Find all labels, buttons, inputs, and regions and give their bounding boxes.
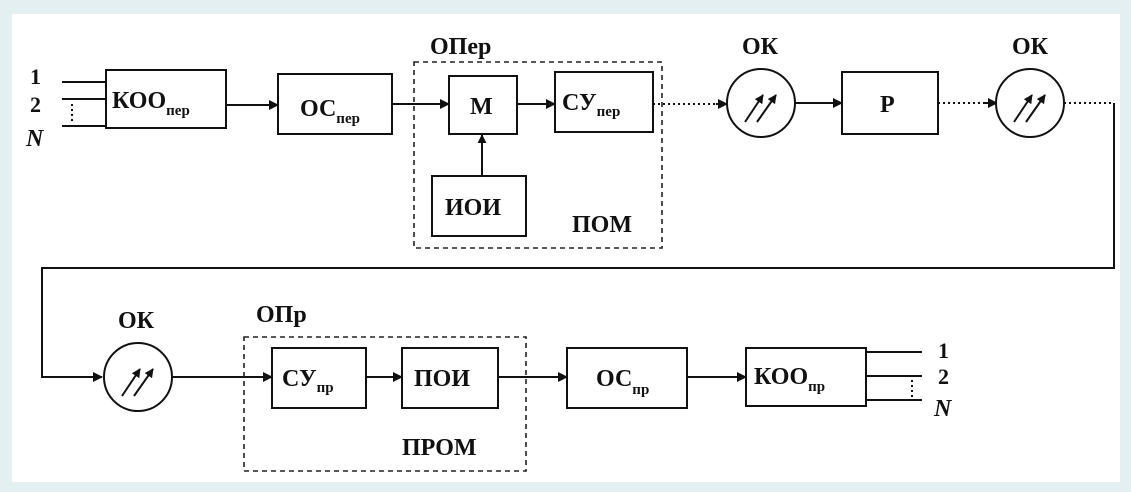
poi-block: ПОИ — [401, 347, 499, 409]
input-channel-2-label: 2 — [30, 92, 41, 117]
os-per-sub: пер — [336, 111, 360, 127]
su-pr-main: СУ — [282, 366, 317, 392]
poi-main: ПОИ — [414, 366, 470, 392]
output-channel-1-label: 1 — [938, 338, 949, 363]
os-pr-block: ОСпр — [566, 347, 688, 409]
svg-text:ОСпер: ОСпер — [300, 96, 360, 127]
output-channel-n-label: N — [933, 396, 953, 422]
oper-group-label: ОПер — [430, 34, 491, 60]
koo-per-main: КОО — [112, 88, 166, 114]
koo-pr-main: КОО — [754, 364, 808, 390]
amplifier-arrows-icon — [744, 94, 777, 123]
output-channel-2-label: 2 — [938, 364, 949, 389]
su-per-main: СУ — [562, 90, 597, 116]
prom-group-label: ПРОМ — [402, 435, 477, 461]
os-pr-sub: пр — [632, 382, 649, 398]
os-pr-main: ОС — [596, 366, 632, 392]
output-channels: 1 2 N — [866, 338, 953, 422]
regenerator-block: Р — [841, 71, 939, 135]
koo-per-block: КООпер — [105, 69, 227, 129]
svg-text:СУпер: СУпер — [562, 90, 620, 120]
amplifier-arrows-icon — [121, 368, 154, 397]
opr-group-frame — [243, 336, 527, 472]
input-channels: 1 2 N — [25, 64, 106, 152]
koo-per-sub: пер — [166, 103, 190, 119]
oper-group-frame — [413, 61, 663, 249]
os-per-block: ОСпер — [277, 73, 393, 135]
pom-group-label: ПОМ — [572, 212, 632, 238]
os-per-main: ОС — [300, 96, 336, 122]
svg-text:СУпр: СУпр — [282, 366, 334, 396]
opr-group-label: ОПр — [256, 302, 307, 328]
su-pr-sub: пр — [317, 380, 334, 396]
su-per-sub: пер — [597, 104, 621, 120]
koo-pr-sub: пр — [808, 379, 825, 395]
input-channel-n-label: N — [25, 126, 45, 152]
ioi-main: ИОИ — [445, 195, 501, 221]
input-channel-1-label: 1 — [30, 64, 41, 89]
optical-amplifier-1: ОК — [726, 34, 796, 138]
optical-amplifier-3: ОК — [103, 308, 173, 412]
return-line — [41, 103, 1115, 382]
m-main: М — [470, 94, 493, 120]
su-per-block: СУпер — [554, 71, 654, 133]
svg-text:ОСпр: ОСпр — [596, 366, 649, 398]
ok1-label: ОК — [742, 34, 779, 60]
svg-text:КООпр: КООпр — [754, 364, 825, 395]
ioi-block: ИОИ — [431, 175, 527, 237]
ok2-label: ОК — [1012, 34, 1049, 60]
amplifier-arrows-icon — [1013, 94, 1046, 123]
ok3-label: ОК — [118, 308, 155, 334]
svg-text:КООпер: КООпер — [112, 88, 190, 119]
modulator-block: М — [448, 75, 518, 135]
optical-amplifier-2: ОК — [995, 34, 1065, 138]
r-main: Р — [880, 92, 895, 118]
su-pr-block: СУпр — [271, 347, 367, 409]
koo-pr-block: КООпр — [745, 347, 867, 407]
